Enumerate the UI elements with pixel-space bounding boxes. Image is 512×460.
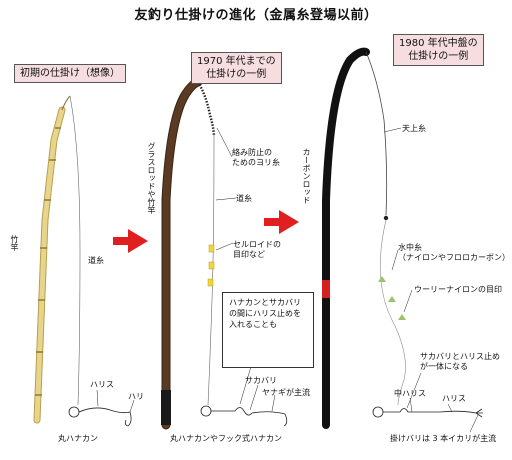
arrow-2 (264, 210, 299, 234)
p3-suichu-label: 水中糸 （ナイロンやフロロカーボン） (398, 243, 510, 263)
p2-note-line1: ハナカンとサカバリ (229, 298, 301, 307)
p3-woolly-label: ウーリーナイロンの目印 (414, 285, 502, 294)
bamboo-rod (33, 95, 71, 424)
p3-suichu-line1: 水中糸 (398, 243, 422, 252)
p3-tenjo-label: 天上糸 (402, 124, 426, 133)
p3-sakabari-label: サカバリとハリス止め が一体になる (420, 352, 500, 372)
p2-hook-ring-label: 丸ハナカンやフック式ハナカン (170, 434, 282, 443)
p1-hari-label: ハリ (128, 392, 144, 401)
woolly-3 (398, 314, 406, 320)
p1-rod-label: 竹竿 (10, 235, 19, 251)
p2-rod-label: グラスロッドや竹竿 (147, 142, 156, 214)
arrow-1 (113, 229, 148, 253)
p2-marker-label: セルロイドの 目印など (233, 240, 281, 260)
marker-2 (208, 261, 215, 270)
p2-note-box: ハナカンとサカバリ の間にハリス止めを 入れることも (222, 292, 314, 368)
p3-sakabari-line2: が一体になる (420, 362, 468, 371)
p2-rig (200, 405, 288, 427)
panel-3-label-line1: 1980 年代中盤の (399, 38, 478, 49)
marker-1 (208, 244, 215, 253)
p1-harisu-label: ハリス (90, 380, 114, 389)
p2-marker-line2: 目印など (233, 250, 265, 259)
tenjo-line (365, 51, 388, 216)
p3-harisu-label: ハリス (442, 394, 466, 403)
p2-twist-label: 絡み防止の ためのヨリ糸 (232, 148, 280, 168)
panel-1-label: 初期の仕掛け（想像） (14, 64, 126, 83)
tenjo-knot (383, 215, 389, 221)
p1-main-line (69, 95, 81, 406)
p2-sakabari-label: サカバリ (245, 376, 277, 385)
glass-rod (161, 77, 203, 430)
p3-rig (372, 406, 483, 418)
p3-rod-label: カーボンロッド (302, 148, 311, 204)
p2-note-line3: 入れることも (229, 320, 277, 329)
panel-2-label: 1970 年代までの 仕掛けの一例 (191, 52, 282, 84)
twist-line (196, 81, 216, 136)
page-title: 友釣り仕掛けの進化（金属糸登場以前） (134, 8, 378, 23)
p3-kakebari-label: 掛けバリは 3 本イカリが主流 (390, 434, 497, 443)
p2-main-line (207, 134, 215, 406)
panel-2-label-line2: 仕掛けの一例 (206, 69, 267, 80)
p1-hari-leader (129, 399, 135, 413)
p1-line-label: 道糸 (88, 256, 104, 265)
p2-twist-line1: 絡み防止の (232, 148, 272, 157)
panel-2-label-line1: 1970 年代までの (197, 56, 276, 67)
p1-rig (68, 406, 132, 427)
p2-twist-line2: ためのヨリ糸 (232, 158, 280, 167)
p1-hook-ring-label: 丸ハナカン (58, 434, 98, 443)
p2-yanagi-label: ヤナギが主流 (262, 388, 310, 397)
p3-sakabari-line1: サカバリとハリス止め (420, 352, 500, 361)
suichu-line (379, 219, 406, 406)
p2-line-label: 道糸 (236, 194, 252, 203)
woolly-2 (388, 296, 396, 302)
p3-chuharisu-label: 中ハリス (394, 389, 426, 398)
carbon-rod (322, 47, 370, 429)
p2-note-line2: の間にハリス止めを (229, 309, 301, 318)
panel-3-label: 1980 年代中盤の 仕掛けの一例 (393, 34, 484, 66)
panel-3-label-line2: 仕掛けの一例 (408, 51, 469, 62)
p3-suichu-line2: （ナイロンやフロロカーボン） (398, 253, 510, 262)
p1-harisu-leader (96, 389, 99, 407)
marker-3 (207, 278, 214, 287)
woolly-1 (378, 276, 386, 282)
p2-marker-line1: セルロイドの (233, 240, 281, 249)
